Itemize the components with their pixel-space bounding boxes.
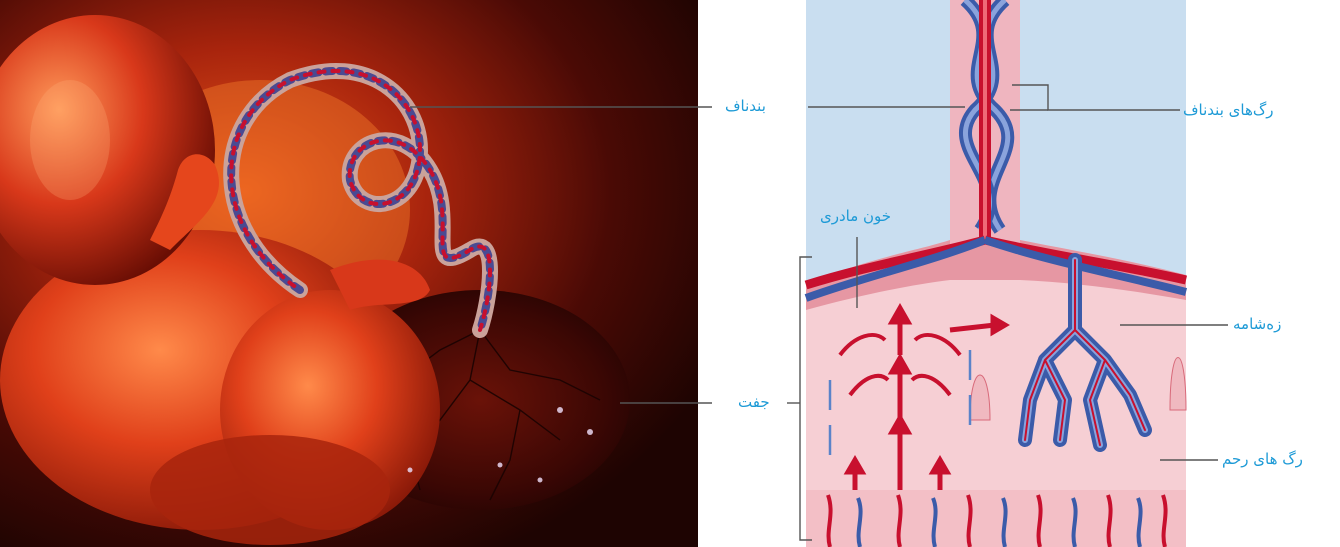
label-umbilical-cord: بندناف bbox=[725, 97, 766, 115]
leader-umbilical-vessels bbox=[1012, 85, 1180, 110]
label-uterine-vessels: رگ های رحم bbox=[1222, 450, 1303, 468]
label-placenta: جفت bbox=[738, 393, 770, 411]
label-villus: زه‌شامه bbox=[1233, 315, 1281, 333]
placenta-bracket bbox=[800, 257, 812, 540]
label-maternal-blood: خون مادری bbox=[820, 207, 891, 225]
label-umbilical-vessels: رگ‌های بندناف bbox=[1183, 101, 1274, 119]
